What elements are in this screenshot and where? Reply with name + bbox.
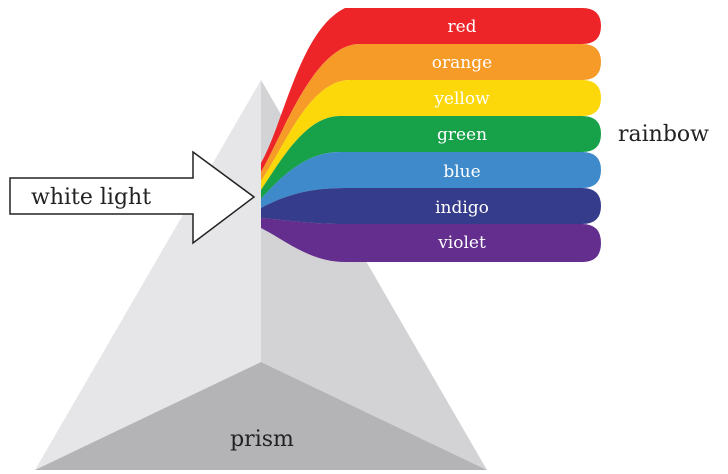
band-violet: [261, 218, 601, 262]
rainbow-label: rainbow: [618, 122, 709, 147]
band-label-yellow: yellow: [433, 89, 490, 109]
band-yellow: [261, 80, 601, 190]
white-light-arrow: white light: [9, 150, 256, 245]
band-label-orange: orange: [432, 53, 492, 73]
band-label-indigo: indigo: [435, 198, 489, 218]
band-label-blue: blue: [443, 162, 480, 182]
band-green: [261, 116, 601, 199]
band-red: [261, 8, 601, 172]
prism-label: prism: [230, 427, 294, 452]
band-label-red: red: [447, 17, 476, 37]
band-indigo: [261, 188, 601, 224]
band-label-violet: violet: [437, 233, 486, 253]
band-labels: red orange yellow green blue indigo viol…: [432, 17, 492, 253]
band-label-green: green: [437, 125, 487, 145]
band-orange: [261, 44, 601, 181]
band-blue: [261, 152, 601, 208]
arrow-icon: [9, 150, 256, 245]
white-light-label: white light: [31, 185, 151, 210]
prism-bottom-face: [35, 362, 487, 470]
rainbow-bands: [261, 8, 601, 262]
